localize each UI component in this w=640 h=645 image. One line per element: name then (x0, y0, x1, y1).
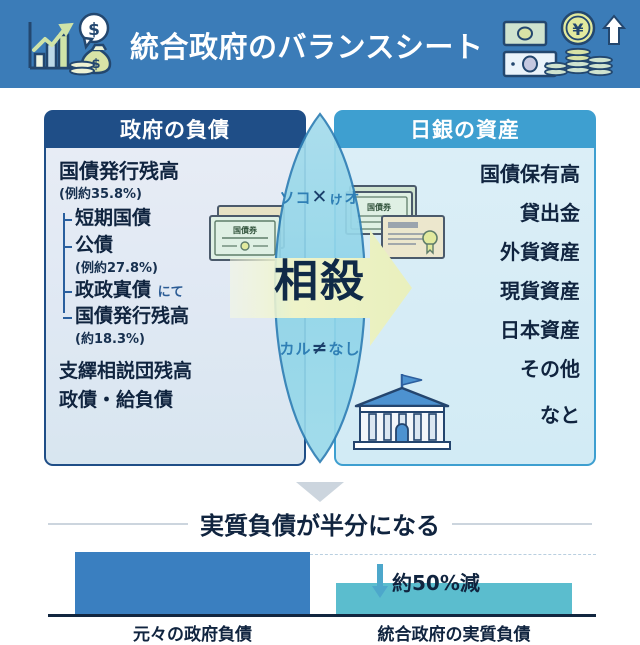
svg-text:国債券: 国債券 (233, 225, 258, 235)
not-equal-icon: ≠ (311, 337, 329, 359)
list-item: 支繹相説団残高 (59, 360, 193, 382)
dollar-speech-bubble-icon: $ (78, 12, 110, 50)
list-item: 公債 (例約27.8%) (63, 233, 259, 276)
bar-original-debt (75, 552, 310, 614)
result-chart-section: 実質負債が半分になる 約50%減 元々の政府負債 統合政府の実質負債 (0, 482, 640, 645)
chart-baseline (48, 614, 596, 617)
banner-divider (0, 88, 640, 92)
tree-item-note: (例約27.8%) (75, 260, 158, 276)
venn-diagram-area: 政府の負債 国債券 国債発行残高 (例約35.8%) (0, 92, 640, 482)
money-bag-icon: $ (80, 43, 112, 75)
list-item: 日本資産 (500, 318, 580, 342)
bar-label-consolidated: 統合政府の実質負債 (377, 625, 531, 645)
title-rule-left (48, 522, 188, 525)
tree-item-label: 国債発行残高 (75, 305, 190, 328)
list-item: 外貨資産 (500, 240, 580, 264)
banknote-icon (502, 20, 548, 47)
svg-text:$: $ (88, 20, 100, 40)
tree-item-label: 短期国債 (75, 207, 152, 229)
list-item: その他 (520, 357, 580, 381)
liabilities-main-note: (例約35.8%) (59, 187, 142, 202)
lens-bottom-label: カル≠なし (232, 337, 408, 359)
header-banner: $ $ 統合政府のバランスシート (0, 0, 640, 88)
reduction-label: 約50%減 (392, 570, 480, 595)
title-rule-right (452, 522, 592, 525)
list-item: 貸出金 (520, 201, 580, 225)
reference-dashed-line (310, 554, 596, 555)
down-triangle-icon (296, 482, 344, 502)
assets-list: 国債保有高 貸出金 外貨資産 現貨資産 日本資産 その他 なと (420, 164, 580, 444)
offset-lens: ソコ✕ゖオ 相殺 カル≠なし (230, 110, 412, 466)
banner-right-icon-group: ¥ (498, 6, 630, 88)
svg-text:¥: ¥ (572, 20, 583, 39)
comparison-bar-chart: 約50%減 元々の政府負債 統合政府の実質負債 (0, 542, 640, 645)
result-title-row: 実質負債が半分になる (0, 506, 640, 541)
tree-item-suffix: にて (157, 284, 184, 300)
down-arrow-icon (372, 564, 388, 598)
svg-text:$: $ (91, 57, 100, 72)
list-item: 政債・給負債 (59, 389, 174, 412)
multiply-icon: ✕ (311, 186, 329, 208)
list-item: 国債保有高 (480, 162, 580, 186)
government-building-icon (346, 372, 458, 458)
lens-top-label: ソコ✕ゖオ (232, 186, 408, 208)
tree-item-label: 政政寘債 (75, 278, 152, 301)
tree-item-label: 公債 (75, 233, 114, 256)
government-liabilities-panel: 政府の負債 国債券 国債発行残高 (例約35.8%) (44, 110, 306, 466)
left-panel-body: 国債券 国債発行残高 (例約35.8%) 短期国債 公債 (例約27. (44, 148, 306, 466)
list-item: 国債発行残高 (約18.3%) (63, 305, 259, 347)
list-item: 政政寘債 にて (63, 278, 259, 303)
liabilities-tree: 短期国債 公債 (例約27.8%) 政政寘債 にて 国債発行残高 (約18.3%… (59, 207, 259, 347)
left-panel-header: 政府の負債 (44, 110, 306, 148)
list-item: 現貨資産 (500, 279, 580, 303)
reduction-annotation: 約50%減 (372, 564, 480, 598)
yen-coin-icon: ¥ (560, 10, 596, 46)
coin-stacks-icon (544, 47, 613, 77)
lens-top-suffix: ゖオ (328, 189, 361, 207)
bond-certificate-icon: 国債券 (204, 200, 296, 272)
page-title: 統合政府のバランスシート (130, 30, 484, 64)
svg-text:国債券: 国債券 (367, 202, 392, 212)
list-item: 短期国債 (63, 207, 259, 231)
lens-top-prefix: ソコ (279, 189, 312, 207)
right-panel-header: 日銀の資産 (334, 110, 596, 148)
lens-shape (230, 112, 412, 464)
offset-label: 相殺 (274, 256, 366, 307)
liabilities-main-item: 国債発行残高 (59, 159, 179, 183)
lens-bottom-suffix: なし (328, 340, 361, 358)
liabilities-list: 国債発行残高 (例約35.8%) 短期国債 公債 (例約27.8%) 政政寘債 … (59, 160, 259, 416)
result-title: 実質負債が半分になる (200, 512, 440, 540)
up-arrow-icon (601, 14, 627, 45)
bond-certificate-icon: 国債券 (344, 182, 456, 268)
bar-label-original: 元々の政府負債 (133, 625, 252, 645)
liabilities-tail-list: 支繹相説団残高 政債・給負債 (59, 357, 259, 416)
lens-bottom-prefix: カル (279, 340, 312, 358)
bar-chart-growth-icon (28, 22, 74, 70)
coin-stack-icon (69, 60, 95, 76)
tree-item-note: (約18.3%) (75, 332, 145, 347)
banner-left-icon-group: $ $ (14, 8, 126, 84)
list-item: なと (540, 403, 580, 427)
